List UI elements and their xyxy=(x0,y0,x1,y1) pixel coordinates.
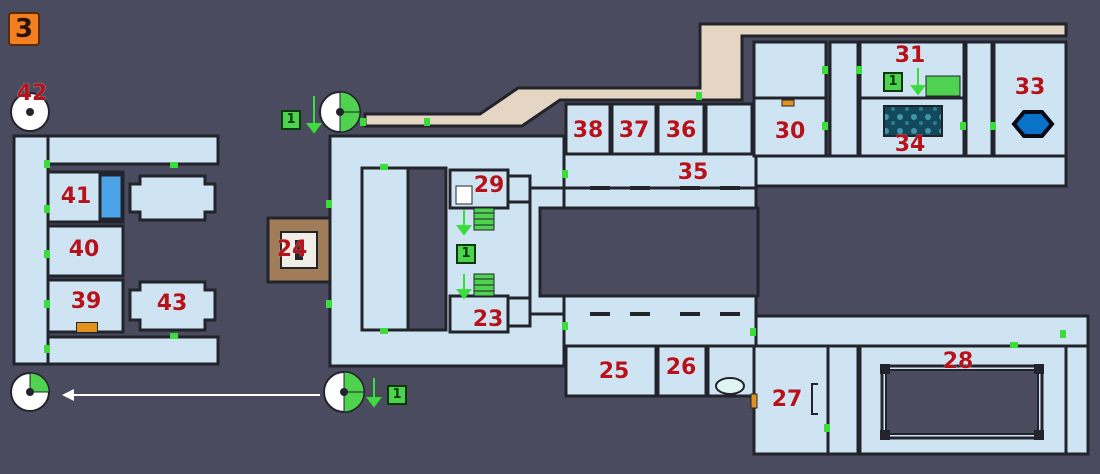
stair-marker-icon: 1 xyxy=(456,244,476,264)
room-label-27: 27 xyxy=(771,387,803,412)
stairs-31 xyxy=(925,75,961,97)
room-label-35: 35 xyxy=(677,160,709,185)
room-label-28: 28 xyxy=(942,349,974,374)
central-building xyxy=(328,134,760,368)
room-label-38: 38 xyxy=(572,118,604,143)
north-east-rooms xyxy=(564,40,1068,188)
treasure-chest-icon xyxy=(76,322,98,333)
stair-marker-icon: 1 xyxy=(281,110,301,130)
room-label-39: 39 xyxy=(70,289,102,314)
inner-stairs xyxy=(455,185,495,297)
room-label-24: 24 xyxy=(276,237,308,262)
treasure-chest-icon xyxy=(781,99,795,107)
floor-number: 3 xyxy=(14,14,34,44)
warp-arrow-icon xyxy=(62,389,320,401)
room-label-23: 23 xyxy=(472,307,504,332)
downstairs-arrow-icon xyxy=(306,68,926,408)
room-label-36: 36 xyxy=(665,118,697,143)
room-label-33: 33 xyxy=(1014,75,1046,100)
room-24-elevator xyxy=(266,216,332,284)
room-label-31: 31 xyxy=(894,43,926,68)
room-label-41: 41 xyxy=(60,184,92,209)
spiral-staircase-icon xyxy=(323,371,365,413)
spiral-staircase-icon xyxy=(319,91,361,133)
stair-marker-icon: 1 xyxy=(883,72,903,92)
doors xyxy=(44,66,1066,432)
corridor-gaps xyxy=(590,186,740,316)
spiral-staircase-icon xyxy=(10,372,50,412)
room-label-30: 30 xyxy=(774,119,806,144)
room-label-25: 25 xyxy=(598,359,630,384)
room-label-40: 40 xyxy=(68,237,100,262)
floor-number-badge: 3 xyxy=(8,12,40,46)
room-label-29: 29 xyxy=(473,173,505,198)
room-label-42: 42 xyxy=(16,81,48,106)
room-label-34: 34 xyxy=(894,132,926,157)
stair-marker-icon: 1 xyxy=(387,385,407,405)
spiral-staircase-icon xyxy=(10,92,50,132)
room-label-37: 37 xyxy=(618,118,650,143)
hexagon-switch-icon xyxy=(1011,110,1055,138)
water-pool-icon xyxy=(883,105,943,137)
outdoor-path xyxy=(363,22,1068,128)
room-label-26: 26 xyxy=(665,355,697,380)
room-label-43: 43 xyxy=(156,291,188,316)
